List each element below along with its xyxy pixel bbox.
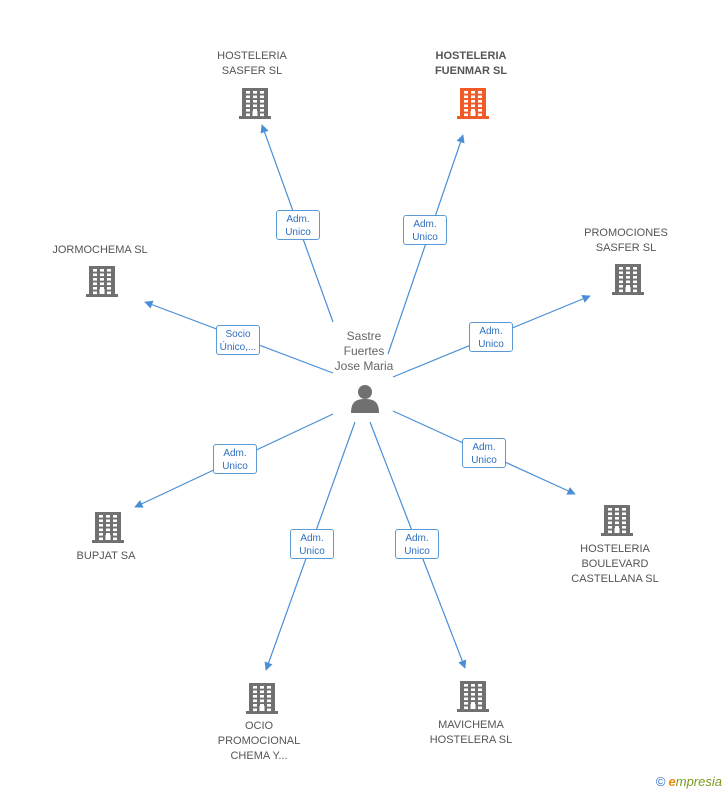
building-icon-hosteleria-sasfer (239, 88, 271, 119)
edge-label-mavichema[interactable]: Adm. Unico (395, 529, 439, 559)
building-icon-bupjat (92, 512, 124, 543)
brand-logo: ©empresia (656, 774, 722, 789)
edge-label-hosteleria-sasfer[interactable]: Adm. Unico (276, 210, 320, 240)
copyright-symbol: © (655, 774, 666, 789)
building-icon-mavichema (457, 681, 489, 712)
edge-label-jormochema[interactable]: Socio Único,... (216, 325, 260, 355)
edge-label-hosteleria-fuenmar[interactable]: Adm. Unico (403, 215, 447, 245)
company-label-jormochema[interactable]: JORMOCHEMA SL (52, 244, 148, 256)
edge-label-hosteleria-boulevard[interactable]: Adm. Unico (462, 438, 506, 468)
company-label-hosteleria-fuenmar[interactable]: HOSTELERIA FUENMAR SL (434, 50, 508, 77)
company-label-mavichema[interactable]: MAVICHEMA HOSTELERA SL (429, 719, 513, 746)
brand-initial: e (668, 774, 676, 789)
company-label-promociones-sasfer[interactable]: PROMOCIONES SASFER SL (584, 227, 668, 254)
center-person-label: Sastre Fuertes Jose Maria (334, 329, 394, 373)
company-label-bupjat[interactable]: BUPJAT SA (76, 550, 136, 562)
company-label-hosteleria-boulevard[interactable]: HOSTELERIA BOULEVARD CASTELLANA SL (571, 543, 659, 585)
building-icon-jormochema (86, 266, 118, 297)
edge-label-bupjat[interactable]: Adm. Unico (213, 444, 257, 474)
company-label-hosteleria-sasfer[interactable]: HOSTELERIA SASFER SL (217, 50, 287, 77)
building-icon-promociones-sasfer (612, 264, 644, 295)
brand-name: mpresia (675, 774, 722, 789)
building-icon-hosteleria-fuenmar (457, 88, 489, 119)
building-icon-ocio-promocional (246, 683, 278, 714)
edge-label-ocio-promocional[interactable]: Adm. Unico (290, 529, 334, 559)
edge-label-promociones-sasfer[interactable]: Adm. Unico (469, 322, 513, 352)
company-label-ocio-promocional[interactable]: OCIO PROMOCIONAL CHEMA Y... (217, 720, 301, 762)
building-icon-hosteleria-boulevard (601, 505, 633, 536)
person-icon (351, 385, 379, 413)
